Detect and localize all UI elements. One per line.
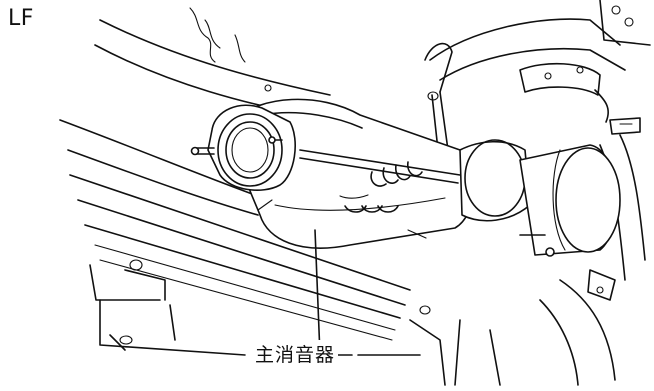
tail-pipe — [459, 139, 621, 301]
inlet-flange — [190, 104, 296, 191]
view-direction-label: LF — [8, 6, 34, 31]
chassis-frame — [59, 7, 411, 356]
main-muffler-callout: 主消音器 — [252, 340, 339, 367]
